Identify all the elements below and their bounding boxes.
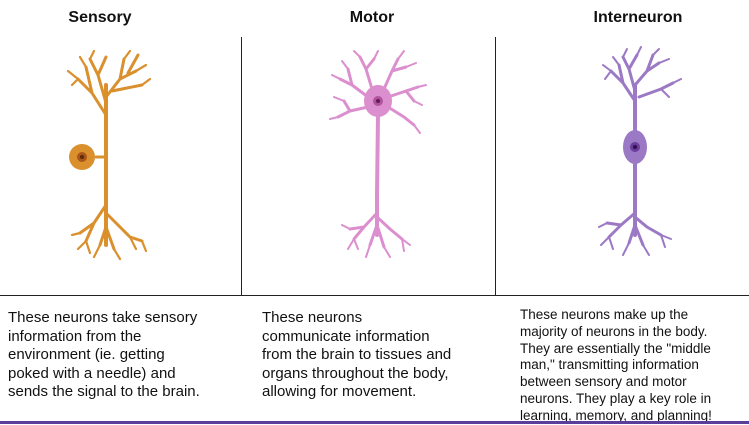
column-divider-1 bbox=[241, 37, 242, 295]
sensory-title: Sensory bbox=[0, 9, 220, 27]
column-divider-2 bbox=[495, 37, 496, 295]
interneuron-description: These neurons make up the majority of ne… bbox=[520, 307, 712, 425]
motor-description: These neurons communicate information fr… bbox=[262, 309, 451, 402]
sensory-neuron-icon bbox=[50, 45, 160, 275]
motor-title: Motor bbox=[252, 9, 492, 27]
motor-neuron-icon bbox=[322, 45, 432, 275]
row-divider bbox=[0, 295, 749, 296]
interneuron-title: Interneuron bbox=[518, 9, 749, 27]
interneuron-icon bbox=[581, 45, 691, 275]
sensory-description: These neurons take sensory information f… bbox=[8, 309, 200, 402]
